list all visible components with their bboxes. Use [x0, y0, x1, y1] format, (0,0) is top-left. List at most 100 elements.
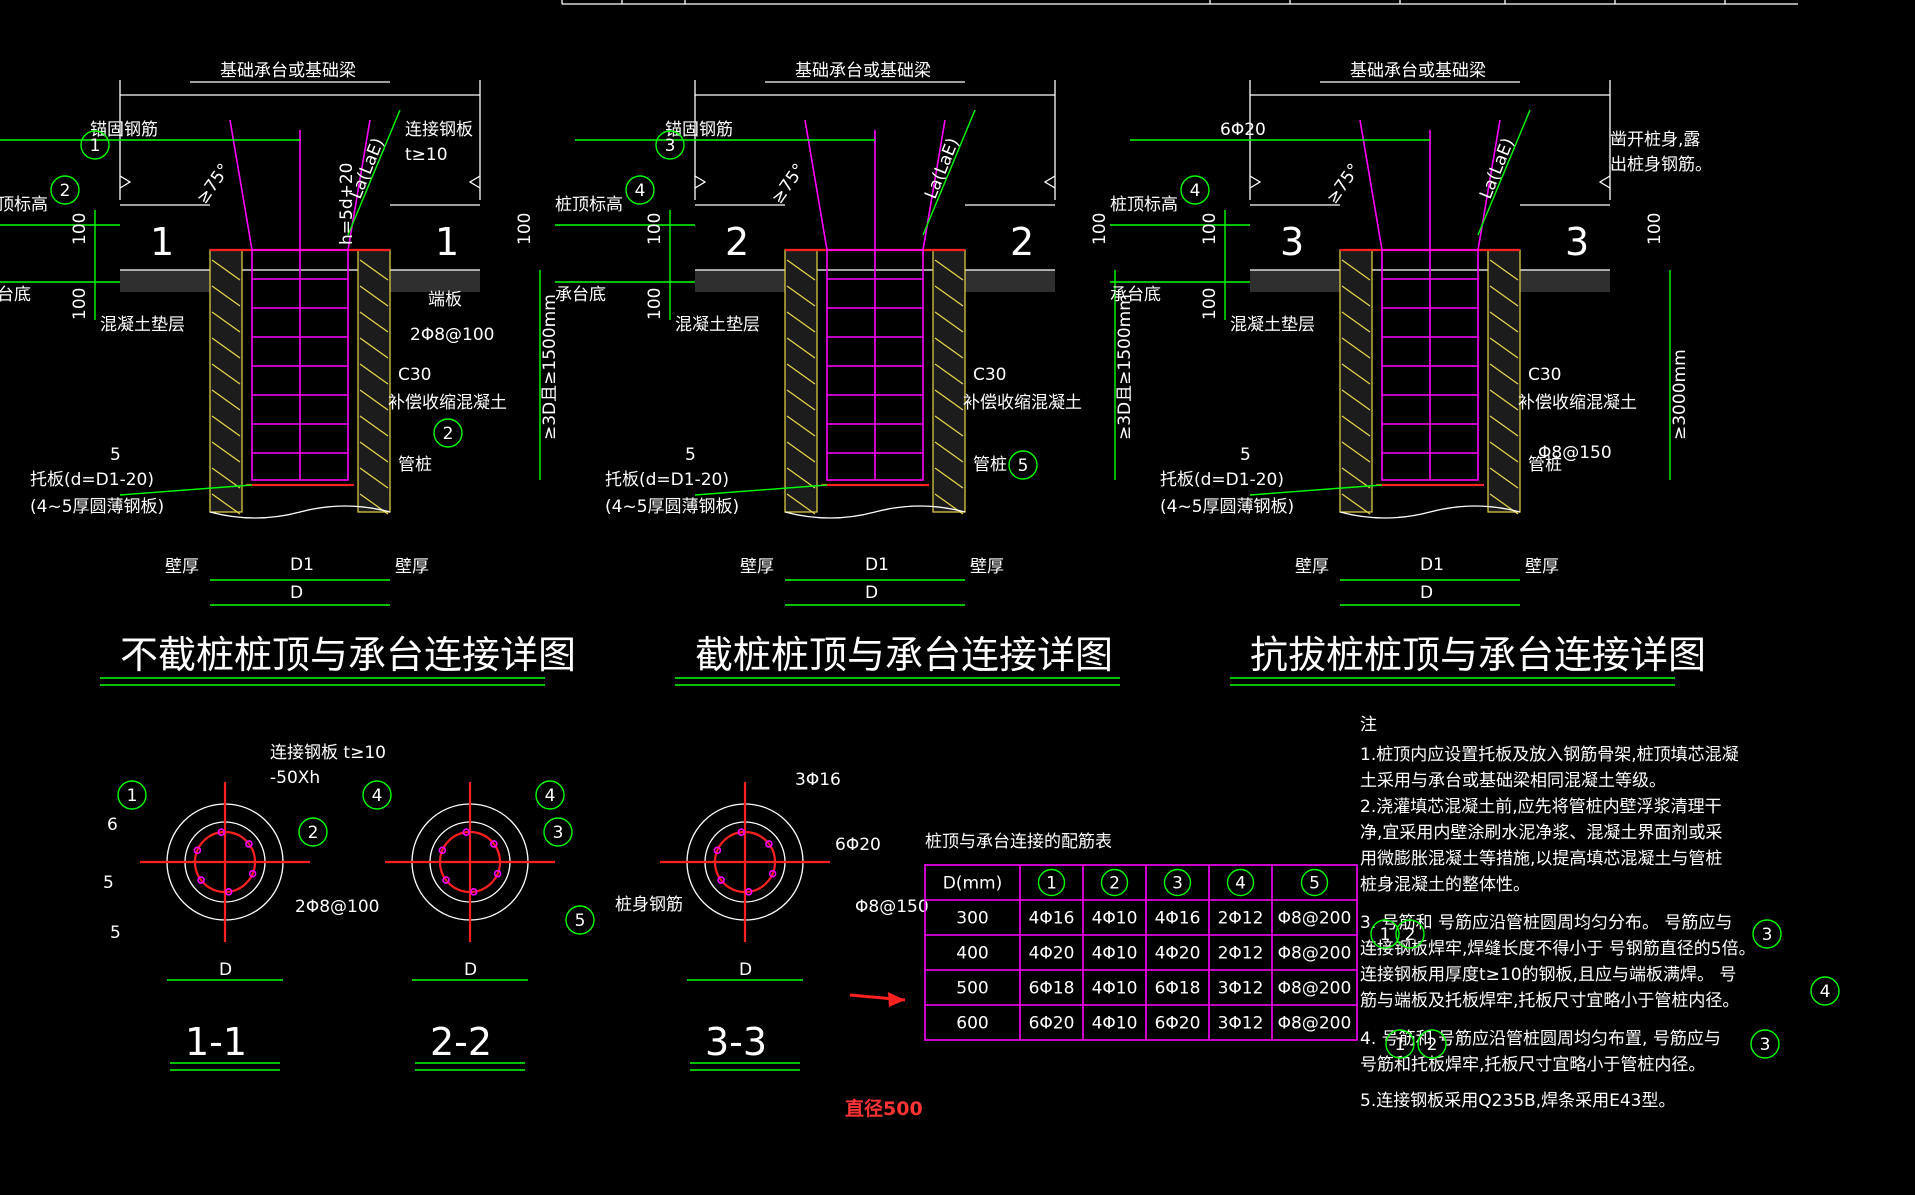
callout-number: 5	[1018, 456, 1029, 476]
callout-top: 1	[80, 130, 110, 160]
hatch	[211, 285, 241, 307]
callout-circle	[1385, 1029, 1415, 1059]
dim-100a: 100	[645, 213, 665, 245]
note-line: 土采用与承台或基础梁相同混凝土等级。	[1360, 771, 1666, 791]
callout-1: 4	[362, 780, 392, 810]
hatch	[1341, 311, 1371, 333]
note-line: 1.桩顶内应设置托板及放入钢筋骨架,桩顶填芯混凝	[1360, 745, 1739, 765]
D1-label: D1	[865, 555, 889, 575]
plate-thickness: t≥10	[405, 145, 448, 165]
hatch	[1489, 389, 1519, 411]
pile-wall-right	[932, 249, 966, 513]
table-cell: 6Φ20	[1155, 1014, 1201, 1034]
hatch	[934, 363, 964, 385]
callout-inner: 2	[433, 418, 463, 448]
note-callout: 2	[1395, 919, 1425, 949]
notes-title: 注	[1360, 715, 1377, 735]
hatch	[359, 389, 389, 411]
table-cell: 4Φ20	[1029, 944, 1075, 964]
anchor-rebar-label: 6Φ20	[1220, 120, 1266, 140]
note-callout: 1	[1370, 919, 1400, 949]
angle-label: ≥75°	[768, 160, 810, 208]
callout-circle	[1180, 175, 1210, 205]
table-cell: 4Φ16	[1155, 909, 1201, 929]
table-cell: 6Φ20	[1029, 1014, 1075, 1034]
header-circle	[1100, 868, 1129, 897]
hatch	[359, 311, 389, 333]
hatch	[359, 363, 389, 385]
callout-circle	[1750, 1029, 1780, 1059]
rebar-dot	[744, 887, 753, 896]
cushion-left	[695, 270, 785, 292]
wall-thickness-left: 壁厚	[740, 557, 774, 577]
header-circle	[1163, 868, 1192, 897]
callout-circle	[625, 175, 655, 205]
cushion-left	[120, 270, 210, 292]
hatch	[786, 467, 816, 489]
hatch	[1489, 467, 1519, 489]
stirrup: 2Φ8@100	[295, 897, 379, 917]
section-label: 3-3	[705, 1020, 767, 1064]
table-cell: 4Φ10	[1092, 944, 1138, 964]
label-5b: 5	[110, 923, 121, 943]
callout-circle	[50, 175, 80, 205]
anchor-length: La(LaE)	[1476, 135, 1518, 202]
plate-label: 连接钢板	[405, 120, 473, 140]
hatch	[1489, 285, 1519, 307]
note-line: 连接钢板用厚度t≥10的钢板,且应与端板满焊。 号	[1360, 965, 1736, 985]
callout-angle: 4	[625, 175, 655, 205]
table-cell: 4Φ16	[1029, 909, 1075, 929]
rebar-dot	[469, 887, 478, 896]
hatch	[934, 285, 964, 307]
detail-title: 截桩桩顶与承台连接详图	[695, 633, 1113, 677]
hatch	[211, 363, 241, 385]
concrete-grade: C30	[973, 365, 1007, 385]
callout-circle	[543, 817, 573, 847]
table-cell: Φ8@200	[1278, 1014, 1352, 1034]
header-circle	[1226, 868, 1255, 897]
anchor-rebar-label: 锚固钢筋	[90, 120, 158, 140]
dim-100b: 100	[70, 288, 90, 320]
table-header-cell: 3	[1172, 874, 1183, 894]
note-cut-2: 出桩身钢筋。	[1610, 155, 1712, 175]
hatch	[359, 415, 389, 437]
hatch	[934, 441, 964, 463]
callout-number: 2	[1427, 1035, 1438, 1055]
hatch	[786, 285, 816, 307]
rebar-dot	[462, 828, 471, 837]
title-block-fragment	[561, 0, 1798, 5]
anchor-bar-right	[1477, 119, 1501, 251]
rebar-dot	[245, 840, 253, 848]
dim-100b: 100	[645, 288, 665, 320]
dim-100c: 100	[1645, 213, 1665, 245]
D1-label: D1	[1420, 555, 1444, 575]
table-cell: 3Φ12	[1218, 979, 1264, 999]
callout-angle: 4	[1180, 175, 1210, 205]
hatch	[1489, 311, 1519, 333]
table-cell: Φ8@200	[1278, 909, 1352, 929]
hatch	[1341, 363, 1371, 385]
dim-100a: 100	[70, 213, 90, 245]
tray-leader	[1249, 484, 1383, 496]
hatch	[1341, 415, 1371, 437]
tray-label: 托板(d=D1-20)	[1160, 470, 1284, 490]
callout-circle	[298, 817, 328, 847]
note-line: 5.连接钢板采用Q235B,焊条采用E43型。	[1360, 1091, 1676, 1111]
callout-number: 1	[90, 136, 101, 156]
note-line: 2.浇灌填芯混凝土前,应先将管桩内壁浮浆清理干	[1360, 797, 1722, 817]
hatch	[359, 259, 389, 281]
concrete-grade: C30	[398, 365, 432, 385]
callout-circle	[362, 780, 392, 810]
note-callout: 3	[1752, 919, 1782, 949]
note-line: 号筋和托板焊牢,托板尺寸宜略小于管桩内径。	[1360, 1055, 1705, 1075]
callout-number: 2	[60, 181, 71, 201]
dim-100a: 100	[1200, 213, 1220, 245]
section-mark-right: 3	[1565, 220, 1589, 264]
callout-number: 3	[665, 136, 676, 156]
cushion-right	[390, 270, 480, 292]
cushion-label: 混凝土垫层	[1230, 315, 1315, 335]
table-cell: 2Φ12	[1218, 944, 1264, 964]
callout-number: 1	[1395, 1035, 1406, 1055]
D-label: D	[1420, 583, 1433, 603]
